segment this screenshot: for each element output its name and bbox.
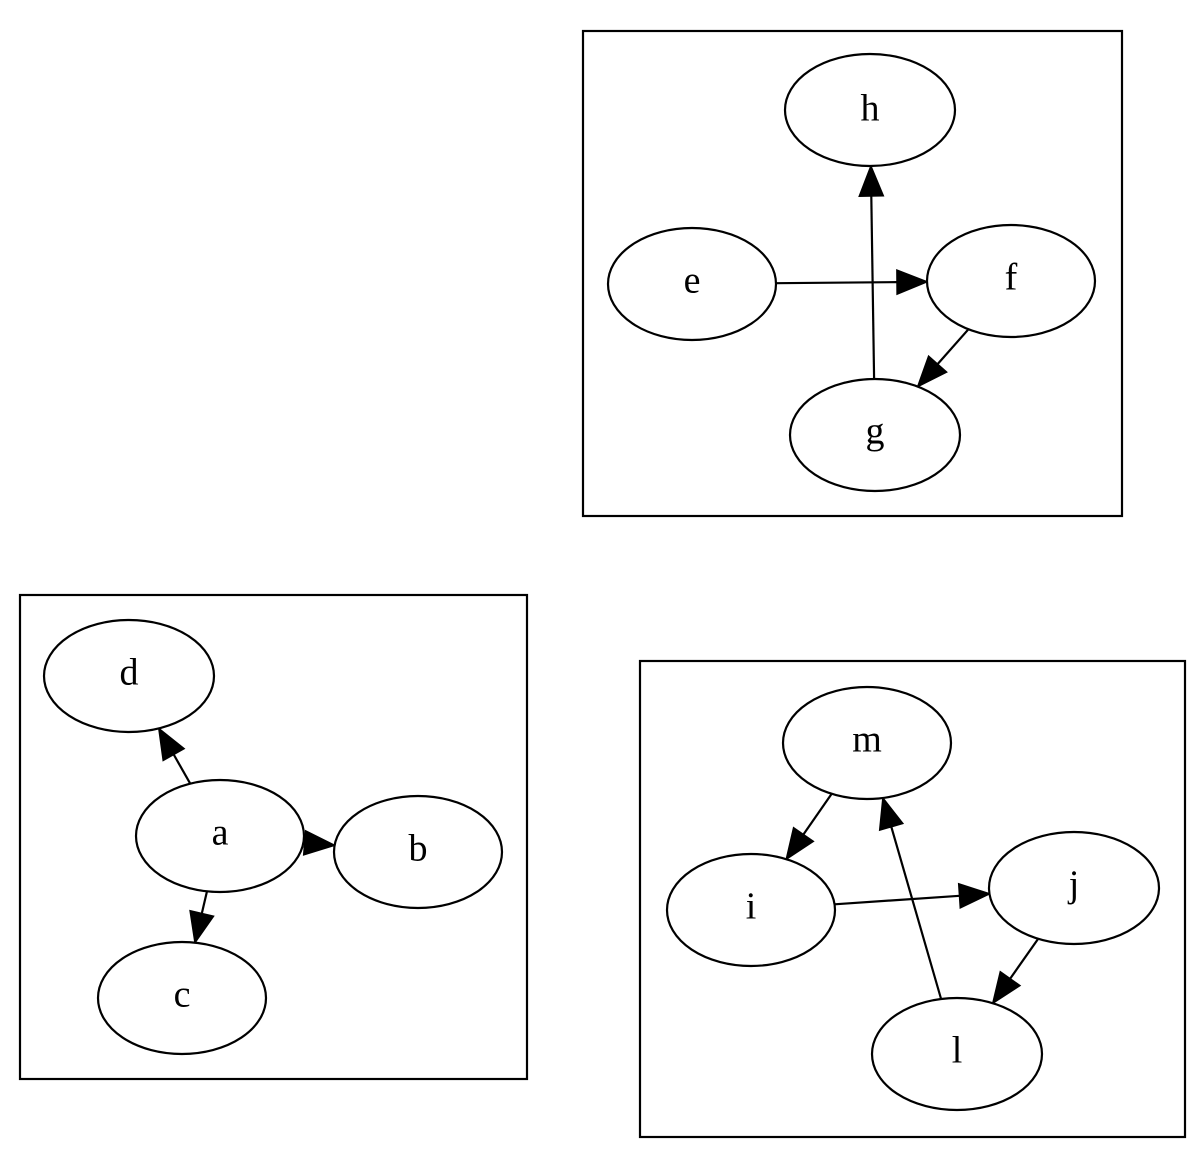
arrowhead-g-to-h [858,163,885,197]
cluster-bottom-left [18,593,529,1081]
node-c-label: c [174,974,191,1016]
node-d-label: d [120,652,139,694]
node-d[interactable]: d [42,618,216,734]
node-f-label: f [1005,257,1018,299]
arrowhead-m-to-i [785,826,815,861]
node-j-label: j [1067,864,1080,906]
node-c-ellipse [96,940,268,1056]
arrowhead-i-to-j [957,882,992,909]
node-e-ellipse [606,226,778,342]
cluster-top-right [581,29,1124,518]
node-d-ellipse [42,618,216,734]
node-l[interactable]: l [870,996,1044,1112]
node-i-label: i [746,886,757,928]
edge-m-to-i [802,793,833,836]
arrowhead-a-to-b [302,829,337,856]
edge-a-to-d [172,753,192,785]
arrowhead-j-to-l [991,970,1022,1005]
node-b-ellipse [332,794,504,910]
node-m[interactable]: m [781,685,953,801]
edge-a-to-c [200,891,209,914]
edge-e-to-f [775,281,898,285]
node-f[interactable]: f [925,223,1097,339]
edge-j-to-l [1009,938,1040,980]
node-f-ellipse [925,223,1097,339]
node-a-label: a [212,812,229,854]
node-g-ellipse [788,377,962,493]
cluster-bottom-right [638,659,1187,1139]
node-g-label: g [866,411,885,453]
edge-g-to-h [870,195,876,380]
node-m-ellipse [781,685,953,801]
edges-layer [157,163,1040,1005]
node-a[interactable]: a [134,778,306,894]
arrowhead-a-to-c [189,909,215,945]
node-e[interactable]: e [606,226,778,342]
arrowhead-e-to-f [896,269,930,296]
node-i[interactable]: i [665,852,837,968]
node-g[interactable]: g [788,377,962,493]
edge-l-to-m [890,826,943,1000]
node-c[interactable]: c [96,940,268,1056]
node-e-label: e [684,260,701,302]
edge-f-to-g [936,328,970,365]
edge-i-to-j [834,894,960,906]
node-b-label: b [409,828,428,870]
arrowhead-l-to-m [878,796,905,832]
nodes-layer: h e f g d a b c [42,52,1161,1112]
arrowhead-a-to-d [157,726,186,762]
node-h-ellipse [783,52,957,168]
node-j[interactable]: j [987,830,1161,946]
node-l-ellipse [870,996,1044,1112]
node-h[interactable]: h [783,52,957,168]
node-h-label: h [861,88,880,130]
node-m-label: m [852,719,882,761]
node-l-label: l [952,1030,963,1072]
node-i-ellipse [665,852,837,968]
node-b[interactable]: b [332,794,504,910]
node-a-ellipse [134,778,306,894]
node-j-ellipse [987,830,1161,946]
arrowhead-f-to-g [916,354,948,389]
